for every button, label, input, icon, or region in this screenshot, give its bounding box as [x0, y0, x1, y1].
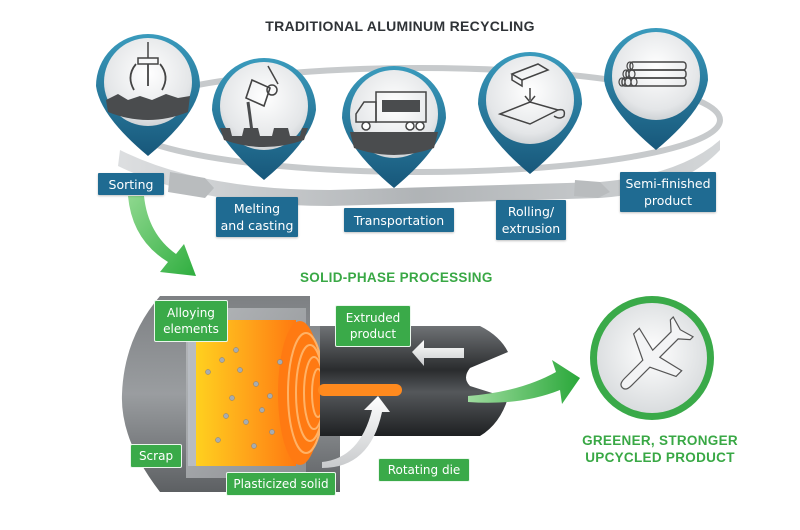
callout-text: Plasticized solid: [233, 477, 329, 491]
pin-sorting: [96, 34, 200, 156]
step-label-text: Sorting: [108, 176, 154, 192]
step-label-transportation: Transportation: [344, 208, 454, 232]
solid-phase-title: SOLID-PHASE PROCESSING: [300, 270, 493, 285]
callout-text: Extruded: [345, 311, 401, 325]
push-direction-arrow: [412, 340, 464, 366]
step-label-text: Rolling/: [507, 204, 555, 219]
stacked-pipes-icon: [618, 61, 687, 87]
callout-text: Scrap: [138, 449, 174, 463]
ingot-to-sheet-icon: [497, 63, 566, 125]
callout-text: elements: [163, 322, 219, 336]
step-label-sorting: Sorting: [98, 173, 164, 195]
green-arrow-to-solid-phase: [128, 196, 196, 276]
claw-grabbing-scrap-icon: [106, 42, 190, 120]
callout-scrap: Scrap: [130, 444, 182, 468]
step-label-text: Semi-finished: [625, 176, 711, 191]
step-label-text: Transportation: [353, 212, 445, 228]
step-label-text: and casting: [220, 218, 294, 233]
step-label-text: Melting: [233, 201, 281, 216]
callout-text: Alloying: [167, 306, 215, 320]
result-title: GREENER, STRONGER UPCYCLED PRODUCT: [560, 432, 760, 466]
step-label-semi-finished: Semi-finished product: [620, 172, 716, 212]
callout-alloying-elements: Alloying elements: [154, 300, 228, 342]
callout-rotating-die: Rotating die: [378, 458, 470, 482]
product-circle: [590, 296, 714, 420]
green-arrow-to-product: [468, 360, 580, 404]
traditional-recycling-title: TRADITIONAL ALUMINUM RECYCLING: [265, 18, 535, 34]
pin-semi-finished: [604, 28, 708, 150]
airplane-icon: [620, 316, 694, 390]
result-title-line1: GREENER, STRONGER: [582, 433, 738, 448]
step-label-text: product: [643, 193, 693, 208]
rotation-arrow: [322, 396, 390, 468]
step-label-text: extrusion: [501, 221, 561, 236]
result-title-line2: UPCYCLED PRODUCT: [585, 450, 735, 465]
pin-rolling: [478, 52, 582, 174]
step-label-rolling: Rolling/ extrusion: [496, 200, 566, 240]
pin-transportation: [342, 66, 446, 188]
ladle-pouring-icon: [220, 65, 308, 147]
callout-plasticized-solid: Plasticized solid: [226, 472, 336, 496]
pin-melting: [212, 58, 316, 180]
callout-text: product: [349, 327, 397, 341]
callout-text: Rotating die: [387, 463, 461, 477]
alloy-particles: [205, 347, 283, 449]
step-label-melting: Melting and casting: [216, 197, 298, 237]
extruder-illustration: [121, 296, 508, 492]
truck-icon: [350, 91, 438, 155]
callout-extruded-product: Extruded product: [335, 305, 411, 347]
